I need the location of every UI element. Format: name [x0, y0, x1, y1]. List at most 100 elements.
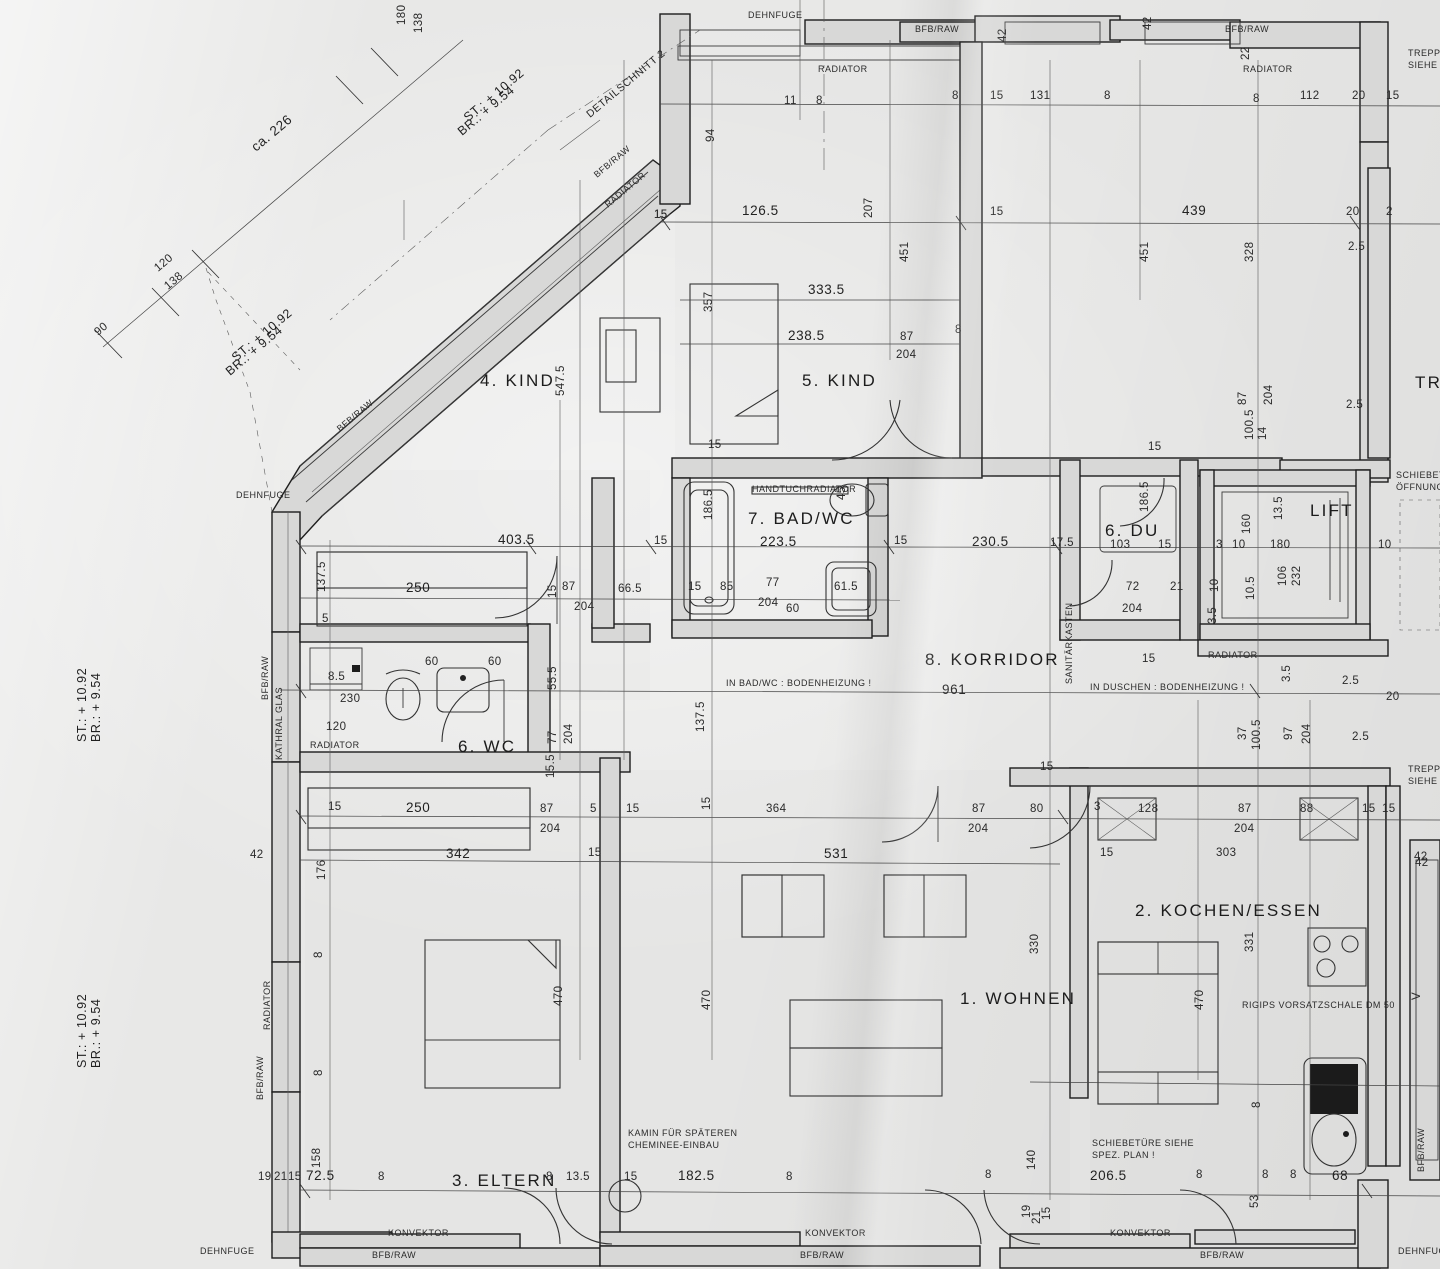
dim-3-kor: 3 [1094, 801, 1101, 813]
dim-66-5: 66.5 [618, 583, 642, 595]
dim-186-5: 186.5 [703, 489, 715, 520]
dim-88-kor: 88 [1300, 803, 1314, 815]
dim-8b-elt: 8 [313, 1069, 325, 1076]
dim-87-right: 87 [1237, 391, 1249, 405]
note-bfbraw-left1: BFB/RAW [260, 656, 270, 700]
dim-15b-elt: 15 [588, 847, 602, 859]
note-radiator-top: RADIATOR [818, 64, 868, 74]
level-br-3: BR.: + 9.54 [89, 673, 103, 743]
note-handtuchradiator: HANDTUCHRADIATOR [752, 484, 856, 494]
dim-21-elt: 21 [274, 1171, 288, 1183]
dim-15c-kor: 15 [1040, 761, 1054, 773]
dim-451-k5b: 451 [1139, 242, 1151, 262]
note-dehnfuge-top: DEHNFUGE [748, 10, 803, 20]
dim-42-kor: 42 [1414, 851, 1428, 863]
room-label-6-wc: 6. WC [458, 737, 516, 756]
dim-60-wc-a: 60 [425, 656, 439, 668]
dim-342: 342 [446, 846, 470, 861]
dim-10-lift: 10 [1232, 539, 1246, 551]
dim-364: 364 [766, 803, 787, 815]
dim-531: 531 [824, 846, 848, 861]
north-exterior-wall [659, 13, 1389, 483]
dim-204-lift: 204 [1301, 723, 1313, 744]
dim-19-elt: 19 [258, 1171, 272, 1183]
dim-182-5: 182.5 [678, 1168, 715, 1183]
dim-138-diag: 138 [162, 270, 185, 292]
dim-206-5: 206.5 [1090, 1168, 1127, 1183]
dim-403-5: 403.5 [498, 532, 535, 547]
dim-439: 439 [1182, 203, 1206, 218]
dim-470-wohnen: 470 [701, 990, 713, 1010]
dim-72-du: 72 [1126, 581, 1140, 593]
dim-5-k4: 5 [322, 613, 329, 625]
dim-8c-top: 8 [1104, 90, 1111, 102]
dim-126-5: 126.5 [742, 203, 779, 218]
note-bfbraw-top1: BFB/RAW [915, 24, 959, 34]
dim-128-kor: 128 [1138, 803, 1158, 815]
note-radiator-left2: RADIATOR [262, 980, 272, 1030]
dim-15e-kor: 15 [1362, 803, 1376, 815]
note-schiebetueren-roh-1: SCHIEBETÜREN [1396, 470, 1440, 480]
dim-3-lift: 3 [1216, 539, 1223, 551]
dim-14-r: 14 [1257, 426, 1269, 440]
dim-21-du: 21 [1170, 581, 1184, 593]
dim-100-5-r: 100.5 [1244, 409, 1256, 440]
dim-53: 53 [1249, 1194, 1261, 1208]
dim-5-elt: 5 [590, 803, 597, 815]
dim-204b-kor: 204 [1234, 823, 1255, 835]
level-st-3: ST.: + 10.92 [75, 668, 89, 742]
dim-42-left: 42 [250, 849, 264, 861]
room-label-8-korridor: 8. KORRIDOR [925, 650, 1060, 669]
dim-8-top: 8 [816, 95, 823, 107]
dim-15-topr: 15 [1386, 90, 1400, 102]
dim-v-right: V [1411, 992, 1423, 1000]
dim-8-w1: 8 [985, 1169, 992, 1181]
dim-87-kor: 87 [972, 803, 986, 815]
note-kamin-1: KAMIN FÜR SPÄTEREN [628, 1128, 738, 1138]
room-label-5-kind: 5. KIND [802, 371, 877, 390]
dim-15-k5c: 15 [708, 439, 722, 451]
dim-451-k5: 451 [899, 242, 911, 262]
room-label-2-kochen: 2. KOCHEN/ESSEN [1135, 901, 1322, 920]
dim-961: 961 [942, 682, 966, 697]
dim-204-elt: 204 [540, 823, 561, 835]
dim-61-5: 61.5 [834, 581, 858, 593]
dim-8-w2: 8 [1196, 1169, 1203, 1181]
dim-160-lift: 160 [1241, 514, 1253, 534]
dim-250-elt: 250 [406, 800, 430, 815]
dim-11-top: 11 [784, 95, 797, 107]
dimension-ticks [295, 215, 1373, 1199]
dim-77-bad: 77 [766, 577, 780, 589]
note-radiator-lift: RADIATOR [1208, 650, 1258, 660]
dim-15-k5b: 15 [990, 206, 1004, 218]
dim-15-k4b: 15 [547, 584, 559, 598]
dim-204-k4: 204 [574, 601, 595, 613]
note-treppe-r-2: SIEHE S. [1408, 776, 1440, 786]
note-dehnfuge-left: DEHNFUGE [236, 490, 291, 500]
dim-8b-top: 8 [952, 90, 959, 102]
dim-8-elt: 8 [313, 951, 325, 958]
dim-60-bad: 60 [786, 603, 800, 615]
note-rigips: RIGIPS VORSATZSCHALE DM 50 [1242, 1000, 1395, 1010]
dim-547-5: 547.5 [555, 365, 567, 396]
dim-137-5-k4: 137.5 [316, 561, 328, 592]
dim-204-bad: 204 [758, 597, 779, 609]
note-schiebetuere-2: SPEZ. PLAN ! [1092, 1150, 1155, 1160]
dim-357: 357 [703, 292, 715, 312]
sliding-door-opening-box [1399, 499, 1440, 631]
note-radiator-tr: RADIATOR [1243, 64, 1293, 74]
bath-fixtures [683, 481, 889, 617]
dim-8c-elt: 8 [546, 1171, 553, 1183]
dim-186-5-du: 186.5 [1139, 481, 1151, 512]
note-bfbraw-right: BFB/RAW [1416, 1128, 1426, 1172]
dim-17-5: 17.5 [1050, 537, 1074, 549]
note-dehnfuge-br: DEHNFUGE [1398, 1246, 1440, 1256]
note-bfbraw-diag: BFB/RAW [592, 143, 632, 179]
dim-140: 140 [1026, 1150, 1038, 1170]
room-label-6-du: 6. DU [1105, 521, 1159, 540]
dim-331: 331 [1244, 932, 1256, 952]
dim-15-k4: 15 [654, 535, 668, 547]
dim-15-elt2: 15 [288, 1171, 302, 1183]
note-dusche-bodenheizung: IN DUSCHEN : BODENHEIZUNG ! [1090, 682, 1245, 692]
